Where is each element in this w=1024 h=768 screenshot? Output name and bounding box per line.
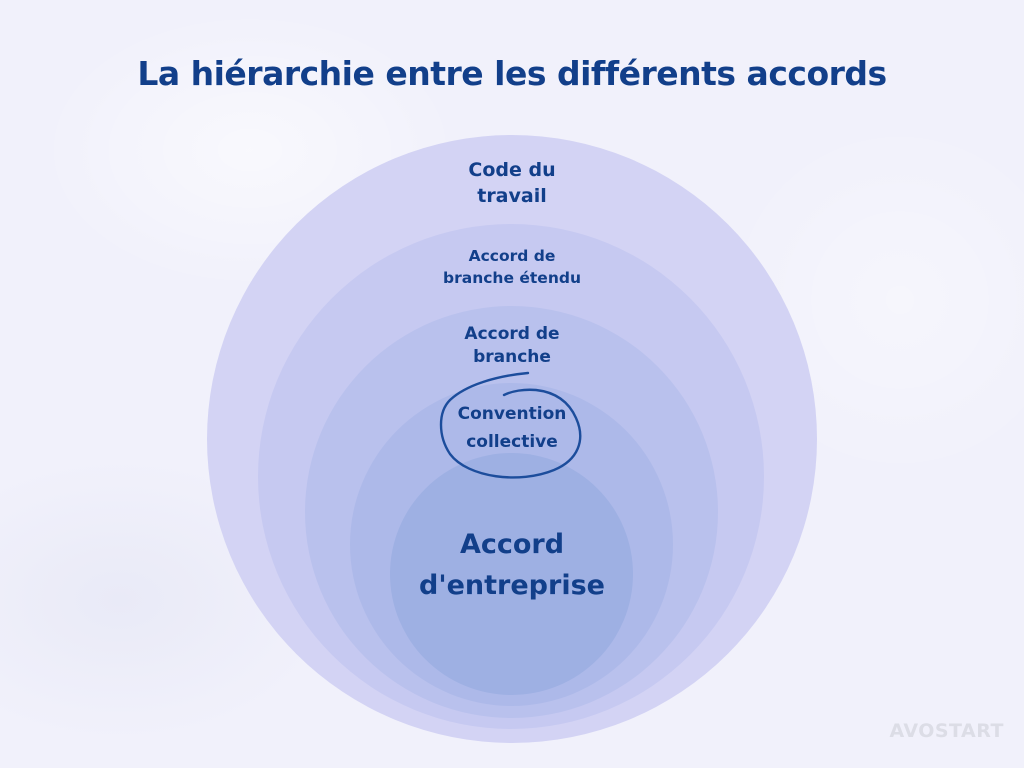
page-title: La hiérarchie entre les différents accor… bbox=[137, 54, 887, 93]
label-line: Convention bbox=[457, 404, 567, 424]
label-accord-de-branche: Accord de branche bbox=[312, 323, 712, 369]
label-line: travail bbox=[477, 185, 547, 207]
label-line: d'entreprise bbox=[419, 570, 605, 601]
label-line: Code du bbox=[468, 159, 556, 181]
label-line: branche étendu bbox=[443, 269, 581, 287]
label-code-du-travail: Code du travail bbox=[312, 157, 712, 209]
watermark-logo: AVOSTART bbox=[889, 720, 1004, 742]
circle-accord-d-entreprise bbox=[390, 453, 633, 695]
label-line: Accord bbox=[459, 529, 565, 560]
label-line: Accord de bbox=[464, 324, 560, 344]
hand-drawn-circle-highlight bbox=[439, 371, 582, 479]
label-line: Accord de bbox=[468, 247, 556, 265]
label-accord-d-entreprise: Accord d'entreprise bbox=[312, 524, 712, 606]
label-line: branche bbox=[473, 347, 551, 367]
label-accord-de-branche-etendu: Accord de branche étendu bbox=[312, 245, 712, 289]
label-convention-collective: Convention collective bbox=[312, 400, 712, 456]
label-line: collective bbox=[466, 432, 558, 452]
